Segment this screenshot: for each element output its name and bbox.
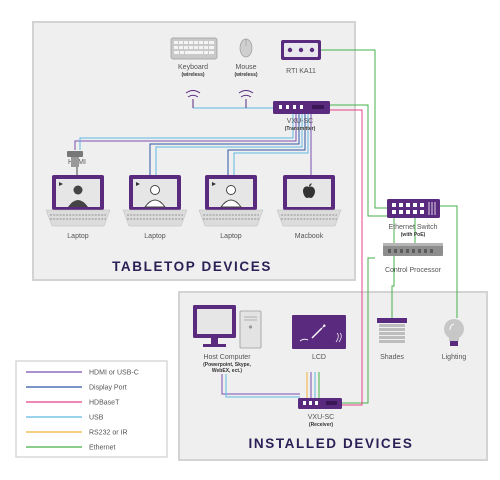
legend-label: HDMI or USB-C: [89, 370, 139, 377]
laptop-1-label: Laptop: [67, 233, 89, 240]
tabletop-title: TABLETOP DEVICES: [112, 259, 272, 274]
receiver-device: [298, 398, 342, 409]
tabletop-panel: [32, 21, 356, 281]
ethernet-transmitter-switch: [330, 104, 387, 217]
switch-sub: (with PoE): [401, 232, 426, 238]
ethernet-switch-lighting: [440, 205, 458, 318]
keyboard-sub: (wireless): [181, 72, 204, 78]
legend-label: Ethernet: [89, 445, 116, 452]
receiver-label: VXU-SC: [308, 414, 334, 421]
macbook: [276, 175, 342, 227]
host-computer-icon: [193, 305, 262, 349]
apple-logo-icon: [303, 183, 315, 198]
installed-title: INSTALLED DEVICES: [249, 436, 414, 451]
hdbaset-tx-rx: [330, 109, 363, 406]
laptop-2: [122, 175, 188, 227]
lcd-label: LCD: [312, 354, 326, 361]
laptop-3: [198, 175, 264, 227]
legend-label: HDBaseT: [89, 400, 120, 407]
transmitter-sub: (Transmitter): [285, 126, 316, 132]
wireless-icon: [238, 90, 254, 108]
ethernet-rti-switch: [321, 49, 387, 209]
hdmi-host-receiver: [221, 374, 300, 395]
usb-laptop-1: [79, 113, 294, 150]
control-processor-label: Control Processor: [385, 267, 442, 274]
control-processor-device: [383, 243, 443, 256]
host-sub-1: (Powerpoint, Skype,: [203, 362, 251, 368]
host-sub-2: WebEX, ect.): [212, 368, 243, 374]
receiver-sub: (Receiver): [309, 422, 334, 428]
laptop-3-label: Laptop: [220, 233, 242, 240]
shades-icon: [377, 318, 407, 343]
light-bulb-icon: [444, 319, 464, 346]
dp-laptop-3: [227, 113, 306, 175]
legend-label: USB: [89, 415, 104, 422]
mouse-sub: (wireless): [234, 72, 257, 78]
usb-laptop-2: [155, 113, 303, 175]
lcd-display-icon: [292, 315, 346, 349]
usb-laptop-3: [233, 113, 309, 175]
mouse-label: Mouse: [235, 64, 256, 71]
host-label: Host Computer: [203, 354, 251, 361]
laptop-1: [45, 175, 111, 227]
cables: [74, 49, 458, 406]
mouse-icon: [239, 38, 253, 58]
wireless-icon: [185, 90, 201, 108]
laptop-2-label: Laptop: [144, 233, 166, 240]
transmitter-device: [273, 101, 330, 114]
transmitter-label: VXU-SC: [287, 118, 313, 125]
macbook-label: Macbook: [295, 233, 324, 240]
legend-box: [15, 360, 168, 458]
lighting-label: Lighting: [442, 354, 467, 361]
hdmi-laptop-1: [74, 113, 297, 150]
ethernet-receiver: [342, 257, 375, 404]
legend-label: RS232 or IR: [89, 430, 128, 437]
legend-label: Display Port: [89, 385, 127, 392]
usb-host-receiver: [225, 374, 300, 398]
dp-laptop-2: [149, 113, 300, 175]
keyboard-label: Keyboard: [178, 64, 208, 71]
rti-keypad-icon: [281, 40, 321, 60]
switch-label: Ethernet Switch: [388, 224, 437, 231]
ethernet-switch-device: [387, 199, 440, 218]
rti-label: RTI KA11: [286, 68, 316, 75]
hdmi-adapter-icon: [67, 151, 83, 175]
shades-label: Shades: [380, 354, 404, 361]
keyboard-icon: [170, 37, 218, 60]
